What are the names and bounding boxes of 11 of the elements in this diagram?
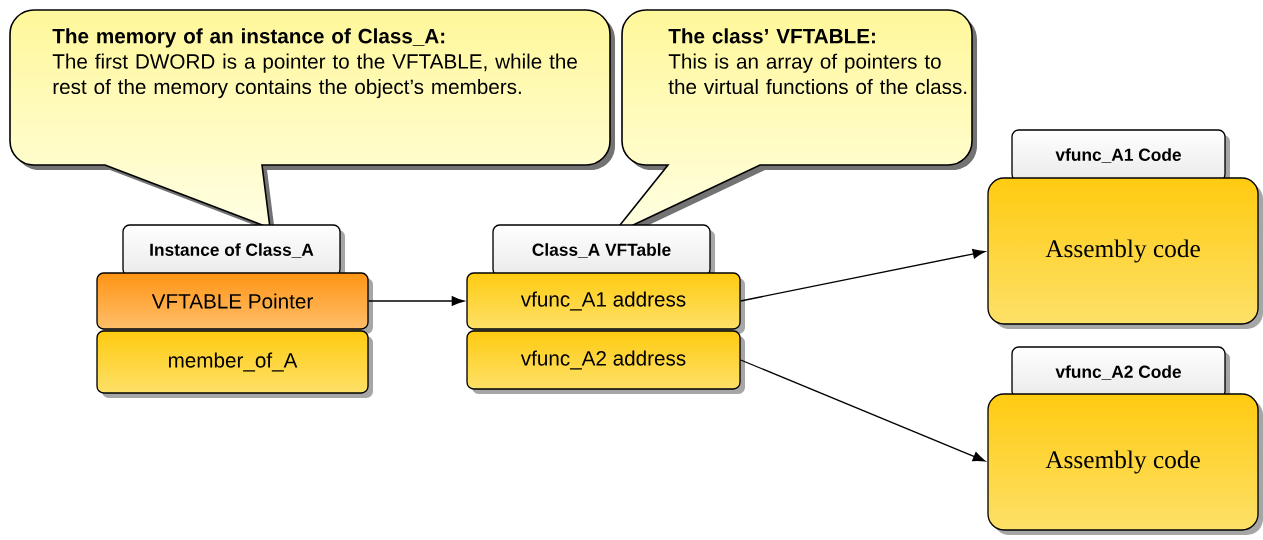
arrow bbox=[740, 249, 986, 302]
field-box: member_of_A bbox=[96, 330, 373, 398]
code-box: Assembly code bbox=[987, 177, 1263, 329]
field-box: vfunc_A1 address bbox=[466, 272, 745, 334]
arrow bbox=[368, 296, 465, 306]
field-box: vfunc_A2 address bbox=[466, 330, 745, 394]
speech-bubble: The memory of an instance of Class_A: The first DWORD is a pointer to the VFTABLE, while the rest of the memory contains the object’s members. bbox=[9, 9, 615, 233]
code-box: Assembly code bbox=[987, 393, 1263, 535]
field-box: VFTABLE Pointer bbox=[96, 272, 373, 334]
speech-bubble: The class’ VFTABLE: This is an array of pointers to the virtual functions of the class. bbox=[611, 9, 977, 240]
arrow bbox=[740, 359, 986, 462]
